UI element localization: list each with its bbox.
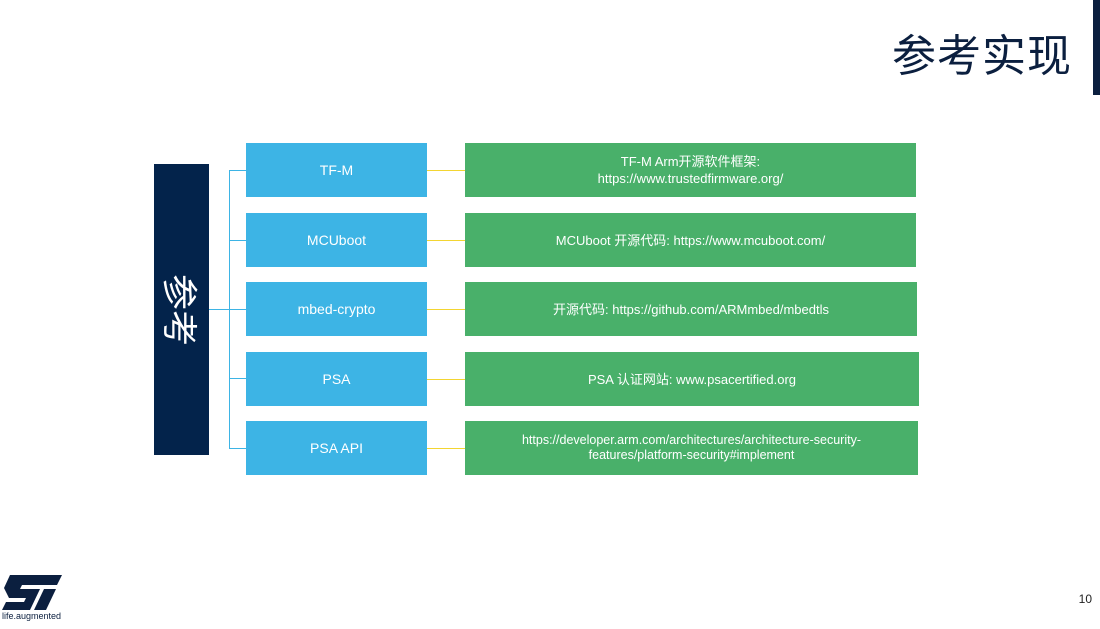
item-mcuboot: MCUboot	[246, 213, 427, 267]
logo-tagline: life.augmented	[2, 611, 62, 621]
st-logo-icon: ST	[2, 575, 62, 610]
title-accent-bar	[1093, 0, 1100, 95]
desc-tfm-line1: TF-M Arm开源软件框架:	[620, 154, 761, 169]
desc-mbed-crypto: 开源代码: https://github.com/ARMmbed/mbedtls	[465, 282, 917, 336]
connector-root	[209, 309, 229, 310]
desc-tfm: TF-M Arm开源软件框架: https://www.trustedfirmw…	[465, 143, 916, 197]
link-line-psa-api	[427, 448, 465, 449]
connector-branch-2	[229, 240, 246, 241]
page-number: 10	[1078, 592, 1092, 606]
desc-mcuboot: MCUboot 开源代码: https://www.mcuboot.com/	[465, 213, 916, 267]
desc-mbed-crypto-line1: 开源代码: https://github.com/ARMmbed/mbedtls	[553, 301, 829, 317]
item-psa: PSA	[246, 352, 427, 406]
item-tfm: TF-M	[246, 143, 427, 197]
desc-psa-api: https://developer.arm.com/architectures/…	[465, 421, 918, 475]
desc-mcuboot-line1: MCUboot 开源代码: https://www.mcuboot.com/	[555, 232, 826, 248]
reference-category-label: 参考	[157, 273, 199, 346]
desc-psa-api-line1: https://developer.arm.com/architectures/…	[521, 433, 862, 447]
slide-title: 参考实现	[892, 31, 1072, 82]
connector-branch-1	[229, 170, 246, 171]
connector-branch-5	[229, 448, 246, 449]
item-psa-api: PSA API	[246, 421, 427, 475]
link-line-mcuboot	[427, 240, 465, 241]
connector-branch-3	[229, 309, 246, 310]
link-line-tfm	[427, 170, 465, 171]
link-line-psa	[427, 379, 465, 380]
desc-psa-line1: PSA 认证网站: www.psacertified.org	[587, 371, 797, 387]
link-line-mbed-crypto	[427, 309, 465, 310]
reference-category-box: 参考	[154, 164, 209, 455]
desc-psa: PSA 认证网站: www.psacertified.org	[465, 352, 919, 406]
desc-psa-api-line2: features/platform-security#implement	[588, 448, 795, 462]
connector-branch-4	[229, 378, 246, 379]
desc-tfm-line2: https://www.trustedfirmware.org/	[597, 171, 784, 186]
item-mbed-crypto: mbed-crypto	[246, 282, 427, 336]
